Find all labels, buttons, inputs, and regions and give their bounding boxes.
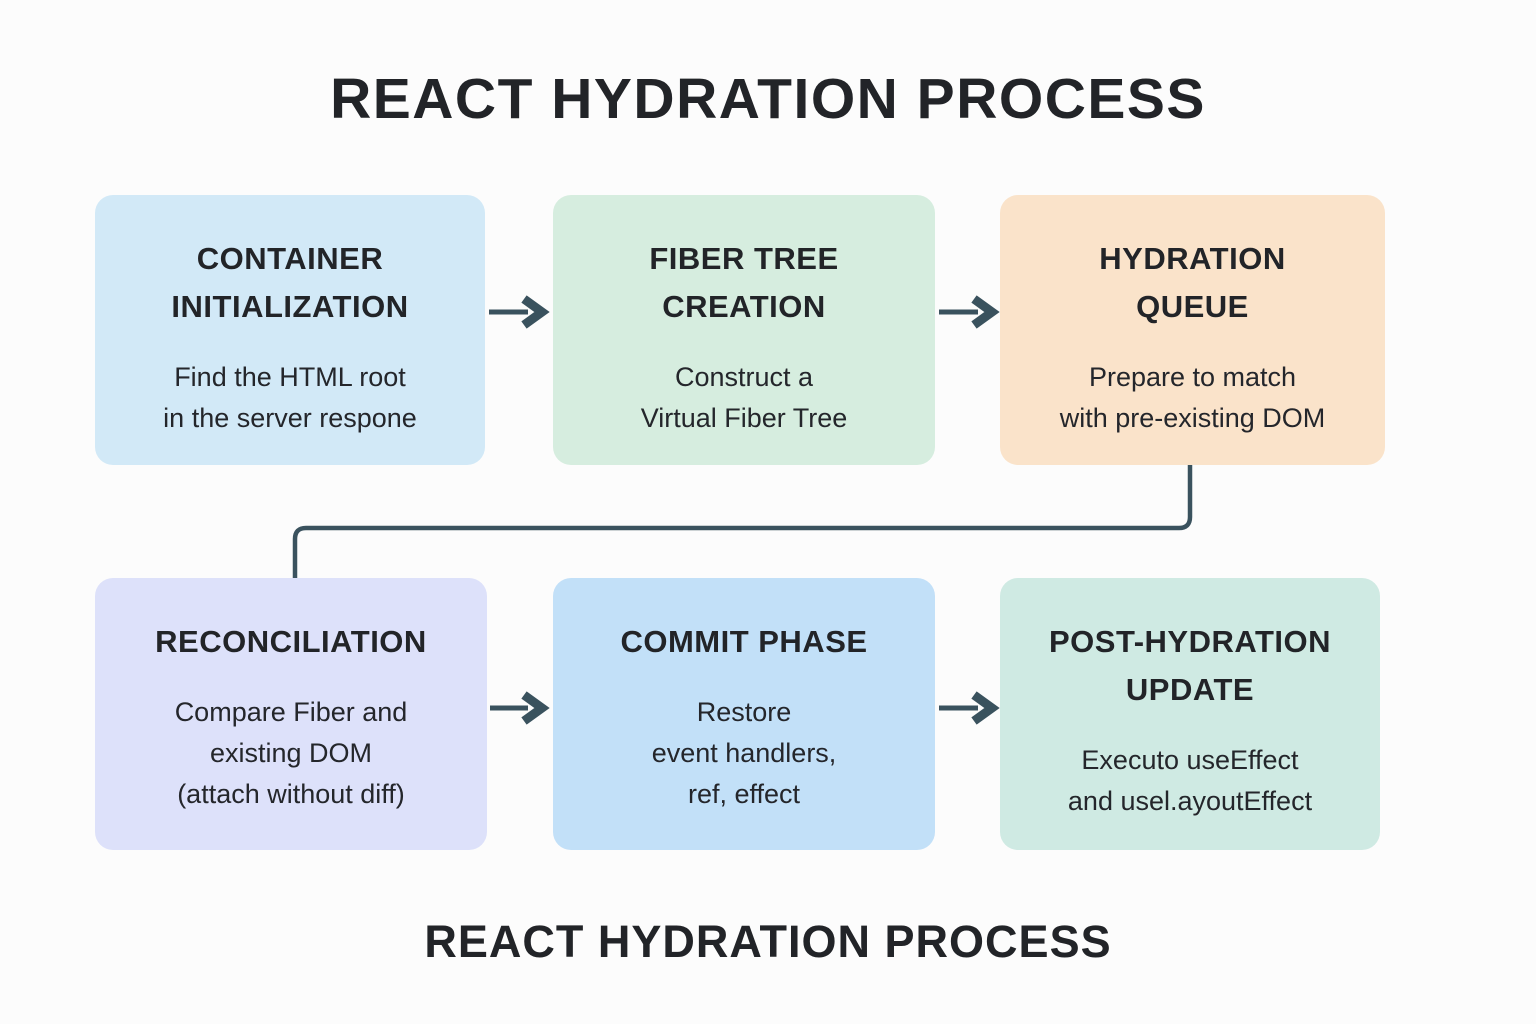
step-title: COMMIT PHASE — [620, 624, 868, 659]
step-box-commit-phase: COMMIT PHASE Restore event handlers, ref… — [553, 578, 935, 850]
arrow-fiber-to-queue — [939, 295, 1000, 329]
step-box-post-hydration-update: POST-HYDRATION UPDATE Executo useEffect … — [1000, 578, 1380, 850]
step-description: Prepare to match with pre-existing DOM — [1059, 362, 1326, 434]
step-title: FIBER TREE CREATION — [649, 241, 839, 325]
arrow-reconciliation-to-commit — [490, 691, 550, 725]
step-title: RECONCILIATION — [155, 624, 427, 659]
step-box-fiber-tree-creation: FIBER TREE CREATION Construct a Virtual … — [553, 195, 935, 465]
connector-queue-to-reconciliation — [292, 464, 1193, 578]
step-box-hydration-queue: HYDRATION QUEUE Prepare to match with pr… — [1000, 195, 1385, 465]
arrow-commit-to-posthydration — [939, 691, 1000, 725]
step-box-reconciliation: RECONCILIATION Compare Fiber and existin… — [95, 578, 487, 850]
step-title: POST-HYDRATION UPDATE — [1049, 624, 1331, 708]
arrow-container-to-fiber — [489, 295, 550, 329]
step-description: Find the HTML root in the server respone — [163, 362, 417, 434]
step-description: Executo useEffect and usel.ayoutEffect — [1067, 745, 1313, 817]
diagram-title-top: REACT HYDRATION PROCESS — [330, 67, 1206, 131]
step-title: HYDRATION QUEUE — [1099, 241, 1286, 325]
step-description: Compare Fiber and existing DOM (attach w… — [174, 697, 408, 810]
diagram-title-bottom: REACT HYDRATION PROCESS — [424, 916, 1112, 967]
step-description: Construct a Virtual Fiber Tree — [640, 362, 848, 434]
step-box-container-initialization: CONTAINER INITIALIZATION Find the HTML r… — [95, 195, 485, 465]
step-description: Restore event handlers, ref, effect — [651, 697, 837, 810]
step-title: CONTAINER INITIALIZATION — [171, 241, 409, 325]
